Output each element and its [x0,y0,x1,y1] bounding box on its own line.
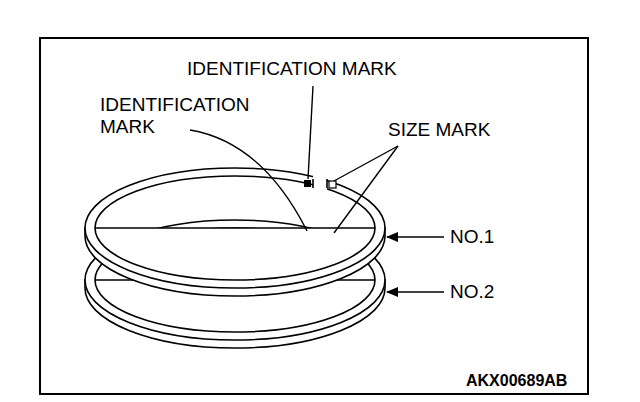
callout-label: SIZE MARK [388,119,490,141]
callout-label: IDENTIFICATION MARK [100,94,270,138]
ring-number: NO.2 [450,281,494,303]
ring-no1 [85,168,385,296]
ring-number: NO.1 [450,226,494,248]
figure-code: AKX00689AB [466,371,567,390]
leader-lines [190,86,444,292]
frame [40,38,588,394]
callout-label: IDENTIFICATION MARK [187,58,397,80]
